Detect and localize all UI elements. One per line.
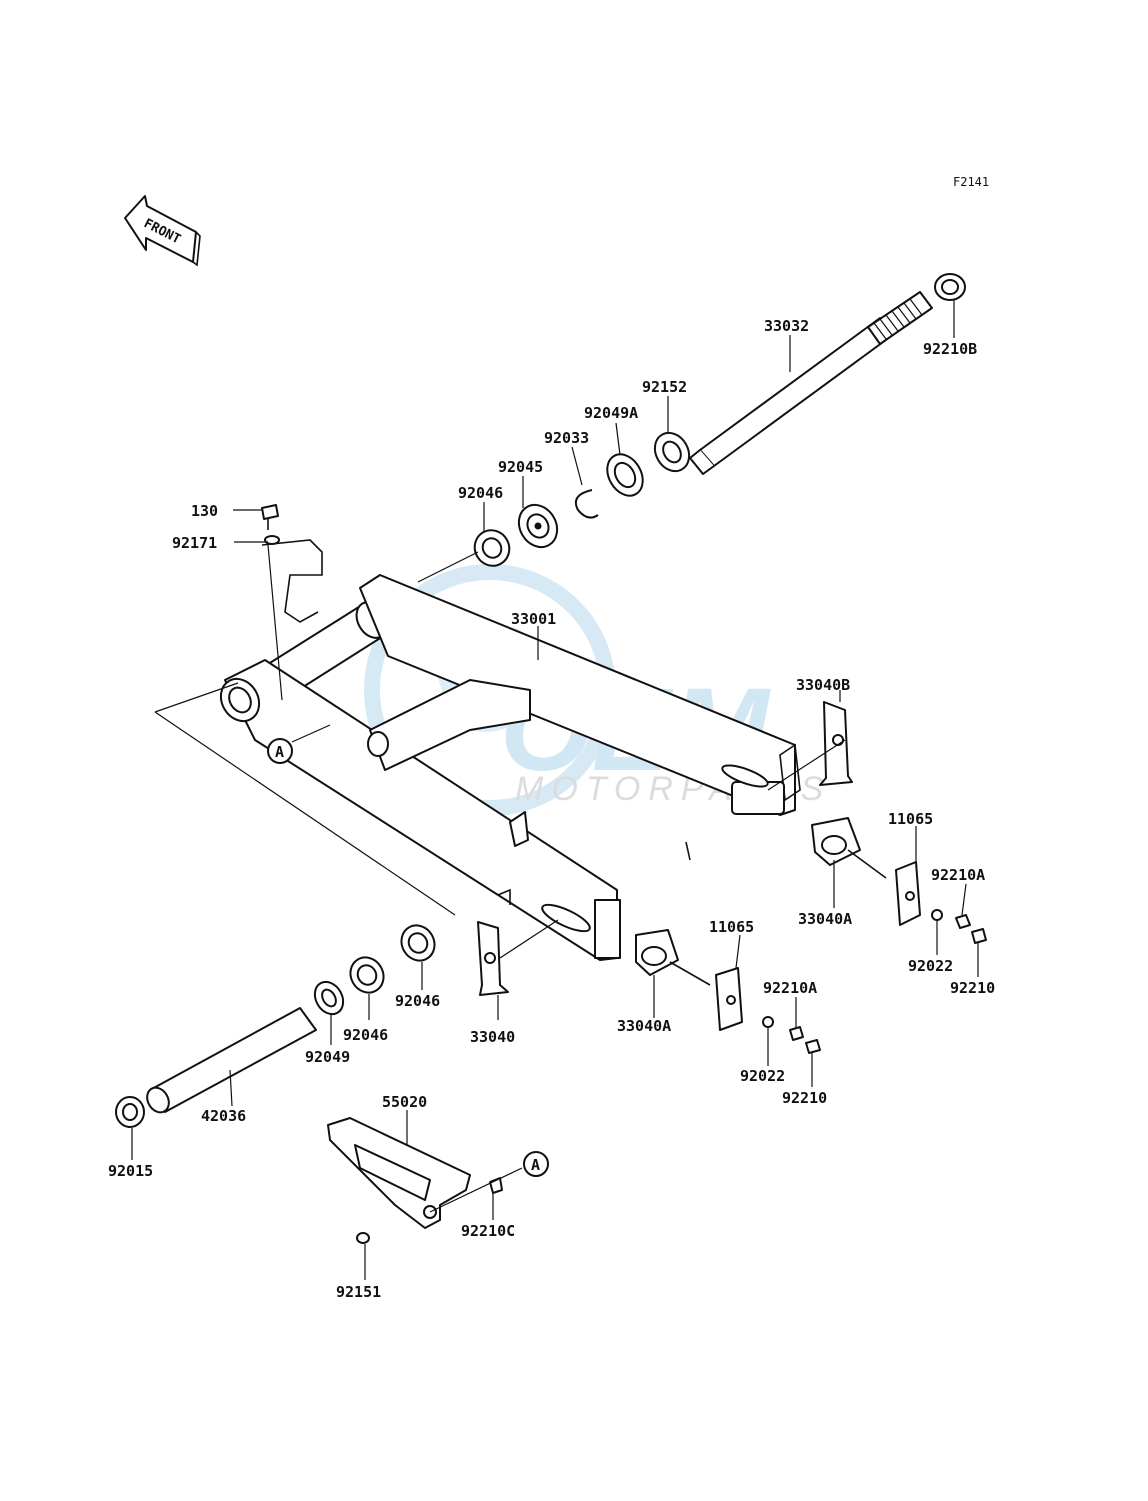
label-11065-right: 11065 — [888, 810, 933, 828]
label-33040: 33040 — [470, 1028, 515, 1046]
bearing-92045 — [517, 503, 559, 549]
label-92033: 92033 — [544, 429, 589, 447]
label-92022-mid: 92022 — [740, 1067, 785, 1085]
label-55020: 55020 — [382, 1093, 427, 1111]
label-130: 130 — [191, 502, 218, 520]
label-92046-top: 92046 — [458, 484, 503, 502]
svg-text:A: A — [531, 1156, 540, 1174]
bracket-33040B — [819, 701, 853, 786]
label-33040B: 33040B — [796, 676, 850, 694]
seal-92049A — [606, 453, 644, 497]
label-92210A-mid: 92210A — [763, 979, 817, 997]
chain-guide-55020 — [327, 1117, 471, 1229]
label-92046-low: 92046 — [343, 1026, 388, 1044]
label-92045: 92045 — [498, 458, 543, 476]
label-33040A-right: 33040A — [798, 910, 852, 928]
needle-bearing-92046-top — [473, 529, 511, 567]
chain-adjuster-33040A-mid — [635, 929, 711, 986]
seal-92049 — [313, 980, 345, 1016]
nut-92210B — [934, 273, 966, 301]
label-92022-right: 92022 — [908, 957, 953, 975]
label-33001: 33001 — [511, 610, 556, 628]
plate-11065-right — [895, 861, 921, 926]
nut-92210-right — [971, 928, 987, 944]
label-92210-right: 92210 — [950, 979, 995, 997]
bolt-130 — [261, 504, 279, 530]
hose-guide-92171 — [261, 535, 323, 623]
label-42036: 42036 — [201, 1107, 246, 1125]
label-92151: 92151 — [336, 1283, 381, 1301]
svg-text:A: A — [275, 743, 284, 761]
label-92171: 92171 — [172, 534, 217, 552]
label-92210A-right: 92210A — [931, 866, 985, 884]
callout-marker-A-upper: A — [267, 738, 293, 764]
pivot-axle-33032 — [689, 291, 933, 475]
nut-92210A-mid — [789, 1026, 804, 1041]
diagram-code: F2141 — [953, 175, 989, 189]
label-92015: 92015 — [108, 1162, 153, 1180]
pivot-collar-42036 — [146, 1007, 317, 1114]
label-11065-mid: 11065 — [709, 918, 754, 936]
washer-92022-right — [931, 909, 943, 921]
bolt-92151 — [356, 1232, 370, 1244]
nut-92210-mid — [805, 1039, 821, 1054]
label-92046-mid: 92046 — [395, 992, 440, 1010]
swingarm-33001 — [219, 574, 801, 961]
label-92152: 92152 — [642, 378, 687, 396]
leader-lines — [131, 300, 979, 1280]
nut-92015 — [115, 1096, 145, 1128]
callout-marker-A-lower: A — [523, 1151, 549, 1177]
front-direction-arrow-icon: FRONT — [124, 195, 201, 267]
washer-92022-mid — [762, 1016, 774, 1028]
plate-11065-mid — [715, 967, 743, 1031]
needle-bearing-92046-low — [349, 956, 385, 994]
label-92210C: 92210C — [461, 1222, 515, 1240]
needle-bearing-92046-mid — [400, 924, 436, 962]
bracket-33040 — [477, 921, 509, 996]
nut-92152 — [653, 431, 691, 473]
label-92049A: 92049A — [584, 404, 638, 422]
nut-92210A-right — [955, 914, 971, 929]
label-92210-mid: 92210 — [782, 1089, 827, 1107]
label-92210B: 92210B — [923, 340, 977, 358]
chain-adjuster-33040A-right — [811, 817, 887, 879]
circlip-92033 — [574, 489, 599, 519]
part-labels: 130 92171 92046 92045 92033 92049A 92152… — [108, 317, 995, 1301]
label-33040A-mid: 33040A — [617, 1017, 671, 1035]
label-33032: 33032 — [764, 317, 809, 335]
label-92049: 92049 — [305, 1048, 350, 1066]
